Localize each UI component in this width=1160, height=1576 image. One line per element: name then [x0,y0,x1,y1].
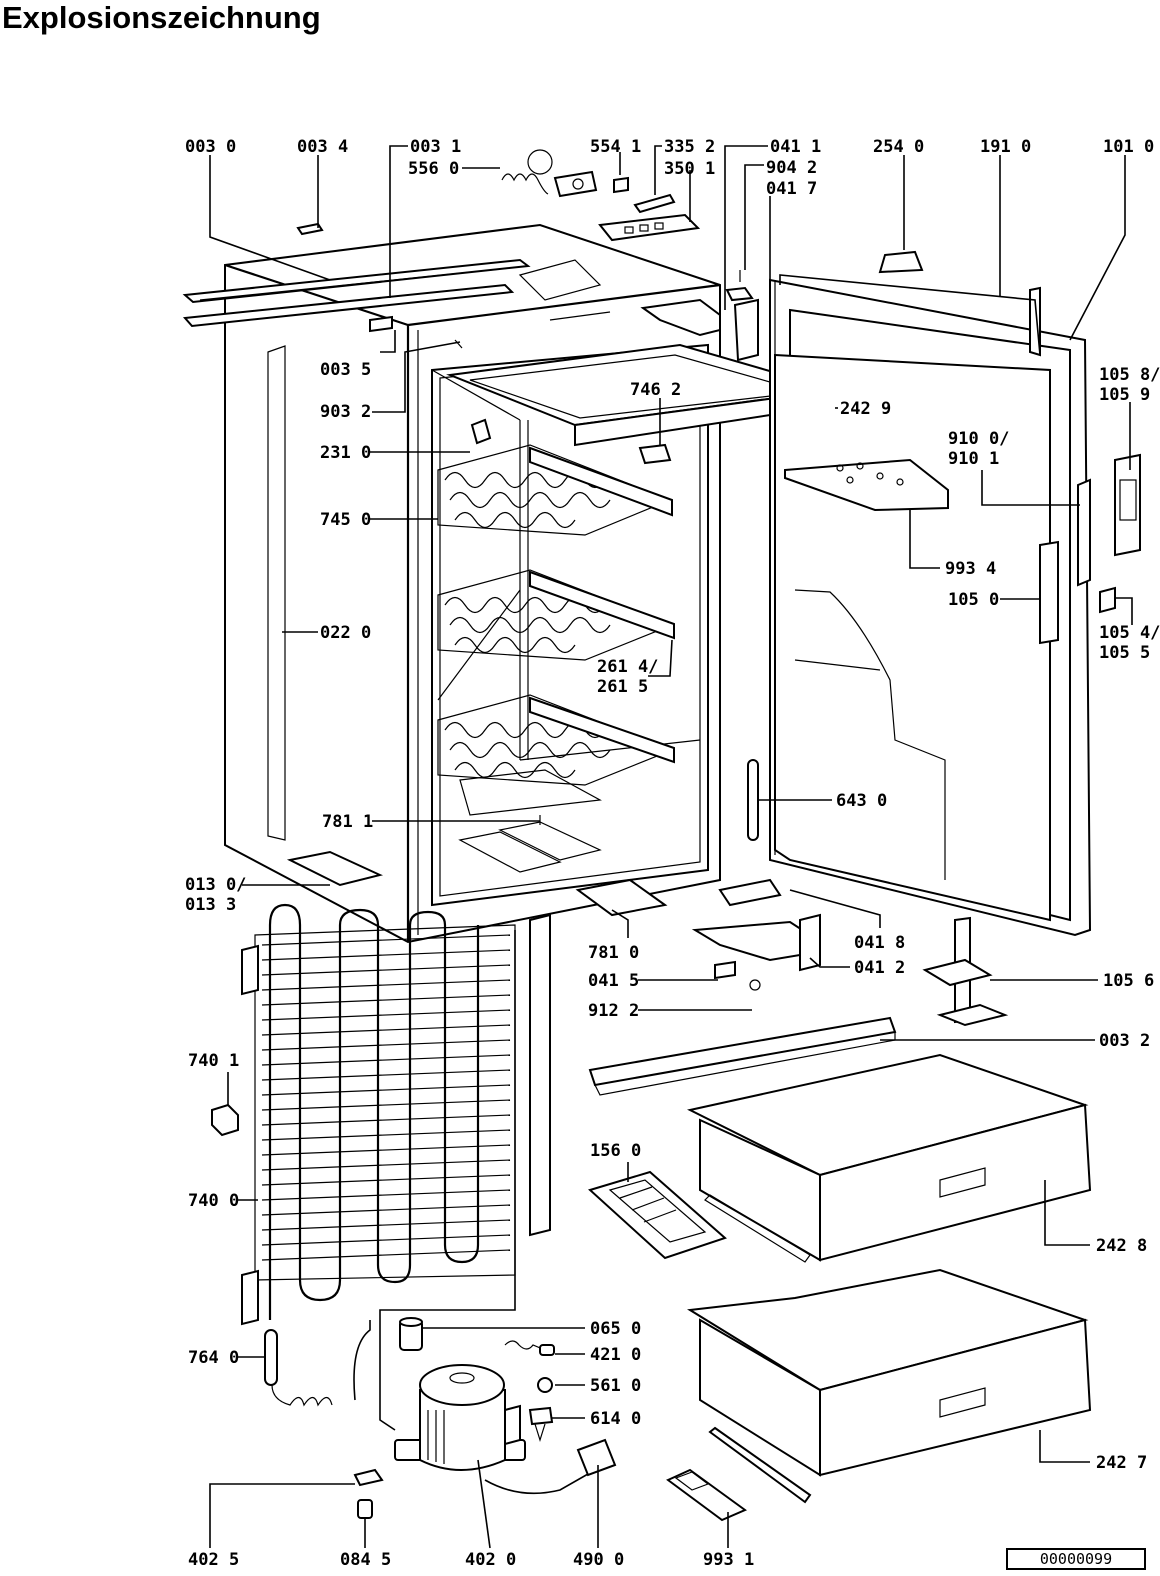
label-2429: 242 9 [840,399,891,419]
label-6430: 643 0 [836,791,887,811]
label-2614: 261 4/ [597,657,658,677]
label-1560: 156 0 [590,1141,641,1161]
label-0417: 041 7 [766,179,817,199]
label-0133: 013 3 [185,895,236,915]
cabinet-body [224,223,721,944]
label-5610: 561 0 [590,1376,641,1396]
label-9122: 912 2 [588,1001,639,1021]
condenser [241,903,551,1431]
drawer-upper [687,1053,1092,1263]
label-4210: 421 0 [590,1345,641,1365]
label-9101: 910 1 [948,449,999,469]
label-1058: 105 8/ [1099,365,1160,385]
label-5560: 556 0 [408,159,459,179]
clip-part [211,1103,239,1137]
label-7401: 740 1 [188,1051,239,1071]
label-9934: 993 4 [945,559,996,579]
document-number-box: 00000099 [1006,1548,1146,1570]
label-0035: 003 5 [320,360,371,380]
ice-tray [588,1170,727,1260]
label-7810: 781 0 [588,943,639,963]
label-7450: 745 0 [320,510,371,530]
label-3501: 350 1 [664,159,715,179]
dryer-filter [264,1329,333,1407]
compressor [394,1364,526,1471]
label-9100: 910 0/ [948,429,1009,449]
top-rails [182,222,531,333]
label-1010: 101 0 [1103,137,1154,157]
label-1050: 105 0 [948,590,999,610]
wire-shelves [437,444,675,816]
label-6140: 614 0 [590,1409,641,1429]
label-0030: 003 0 [185,137,236,157]
label-4025: 402 5 [188,1550,239,1570]
part-labels: 003 0 003 4 003 1 556 0 554 1 335 2 350 … [185,137,1160,1570]
label-1059: 105 9 [1099,385,1150,405]
label-0130: 013 0/ [185,875,246,895]
label-2428: 242 8 [1096,1236,1147,1256]
drawer-lower [687,1268,1092,1504]
label-0418: 041 8 [854,933,905,953]
label-1054: 105 4/ [1099,623,1160,643]
label-7640: 764 0 [188,1348,239,1368]
label-9032: 903 2 [320,402,371,422]
label-0034: 003 4 [297,137,348,157]
label-0650: 065 0 [590,1319,641,1339]
label-9042: 904 2 [766,158,817,178]
label-7462: 746 2 [630,380,681,400]
label-0032: 003 2 [1099,1031,1150,1051]
compressor-accessories [353,1317,748,1522]
label-0411: 041 1 [770,137,821,157]
cabinet-floor-parts [286,815,668,917]
top-components [454,149,759,465]
bottom-hinge-parts [691,878,821,991]
label-0415: 041 5 [588,971,639,991]
label-2540: 254 0 [873,137,924,157]
label-1055: 105 5 [1099,643,1150,663]
label-2427: 242 7 [1096,1453,1147,1473]
door [747,274,1092,937]
page-title: Explosionszeichnung [2,0,321,35]
label-4020: 402 0 [465,1550,516,1570]
label-3352: 335 2 [664,137,715,157]
label-7811: 781 1 [322,812,373,832]
label-9931: 993 1 [703,1550,754,1570]
label-4900: 490 0 [573,1550,624,1570]
label-2310: 231 0 [320,443,371,463]
label-5541: 554 1 [590,137,641,157]
label-0031: 003 1 [410,137,461,157]
label-1910: 191 0 [980,137,1031,157]
label-2615: 261 5 [597,677,648,697]
label-0412: 041 2 [854,958,905,978]
label-7400: 740 0 [188,1191,239,1211]
label-0220: 022 0 [320,623,371,643]
door-hinge-parts [878,250,1141,1027]
leader-lines [209,145,1133,1549]
label-1056: 105 6 [1103,971,1154,991]
label-0845: 084 5 [340,1550,391,1570]
